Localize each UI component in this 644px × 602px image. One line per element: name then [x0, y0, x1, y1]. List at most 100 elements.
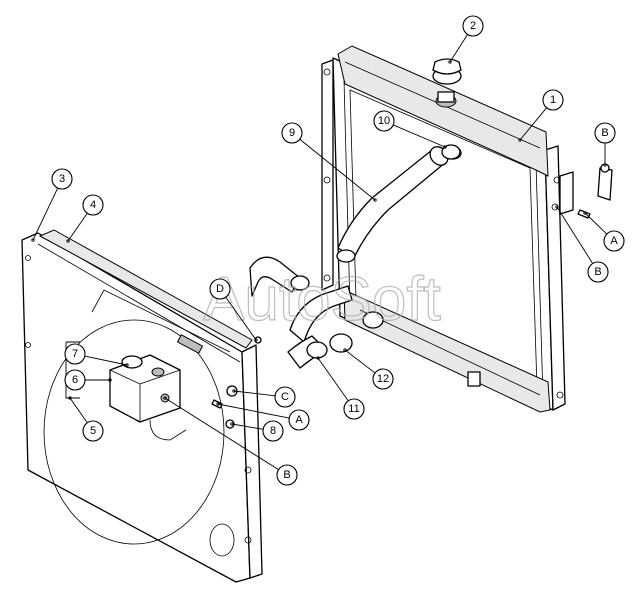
callout-cB3: B: [163, 396, 298, 486]
callout-label: 3: [59, 173, 65, 185]
callout-c6: 6: [64, 369, 112, 391]
callout-leader-line: [317, 357, 349, 402]
callout-leader-line: [69, 397, 88, 424]
callout-leader-line: [233, 390, 276, 397]
callout-label: B: [283, 469, 290, 481]
callout-cA1: A: [583, 211, 625, 252]
callout-leader-line: [344, 349, 376, 374]
callout-label: 1: [550, 94, 556, 106]
lower-hose: [249, 256, 353, 369]
callout-leader-line: [393, 124, 446, 148]
callout-c4: 4: [66, 194, 104, 243]
callout-leader-end: [254, 338, 258, 342]
callout-leader-line: [449, 34, 468, 63]
callout-label: 11: [348, 403, 359, 415]
callout-cB1: B: [594, 122, 616, 167]
callout-leader-line: [67, 212, 88, 242]
hose-clamp-lower: [329, 333, 353, 353]
callout-bubble: [82, 194, 104, 216]
callout-label: 6: [72, 374, 78, 386]
seal-strip: [38, 229, 253, 354]
callout-leader-end: [583, 211, 587, 215]
callout-label: 10: [378, 115, 390, 127]
callout-leader-end: [125, 363, 129, 367]
callout-leader-end: [343, 348, 347, 352]
callout-c2: 2: [448, 15, 484, 64]
callout-c12: 12: [343, 348, 394, 390]
callout-bubble: [372, 368, 394, 390]
callout-label: B: [601, 127, 608, 139]
callout-label: D: [216, 283, 224, 295]
callout-bubble: [343, 398, 365, 420]
callout-leader-line: [556, 206, 594, 264]
callout-leader-end: [316, 356, 320, 360]
callout-leader-line: [231, 423, 264, 430]
callout-leader-end: [66, 239, 70, 243]
callout-leader-line: [164, 397, 279, 471]
callout-label: 7: [72, 348, 78, 360]
callout-bubble: [82, 420, 104, 442]
callout-label: A: [610, 235, 618, 247]
callout-leader-end: [216, 402, 220, 406]
callout-bubble: [594, 122, 616, 144]
callout-leader-end: [373, 198, 377, 202]
callout-cB2: B: [555, 205, 609, 283]
callout-c5: 5: [68, 396, 104, 442]
callout-leader-end: [68, 396, 72, 400]
callout-c3: 3: [31, 168, 73, 242]
callout-label: 2: [470, 20, 476, 32]
callout-c10: 10: [373, 110, 447, 149]
callout-c11: 11: [316, 356, 365, 420]
callout-cA2: A: [216, 402, 310, 431]
watermark: AutoSoft: [203, 265, 441, 334]
callout-leader-end: [448, 60, 452, 64]
callout-bubble: [51, 168, 73, 190]
callout-cD: D: [209, 278, 258, 342]
callout-c9: 9: [281, 122, 377, 202]
callout-leader-line: [519, 107, 547, 141]
callout-label: 4: [90, 199, 96, 211]
callout-bubble: [262, 420, 284, 442]
expansion-tank: [109, 354, 187, 441]
callout-label: C: [281, 391, 289, 403]
callout-bubble: [462, 15, 484, 37]
callout-bubble: [603, 230, 625, 252]
radiator-cap: [432, 58, 462, 85]
callout-leader-end: [232, 389, 236, 393]
callout-leader-end: [230, 422, 234, 426]
callout-cC: C: [232, 386, 296, 408]
callout-bubble: [281, 122, 303, 144]
callout-leader-end: [555, 205, 559, 209]
callout-leader-line: [217, 403, 290, 419]
callout-bubble: [64, 343, 86, 365]
hose-clamp-upper: [441, 144, 461, 160]
callout-bubble: [64, 369, 86, 391]
callout-leader-line: [225, 296, 257, 341]
callout-leader-end: [31, 238, 35, 242]
callout-bubble: [209, 278, 231, 300]
callout-c1: 1: [518, 89, 564, 142]
callout-leader-end: [603, 163, 607, 167]
callout-bubble: [276, 464, 298, 486]
callout-bubble: [373, 110, 395, 132]
callout-leader-line: [584, 212, 608, 235]
callout-leader-end: [443, 145, 447, 149]
callout-bubble: [274, 386, 296, 408]
callout-leader-end: [518, 138, 522, 142]
callout-bubble: [587, 261, 609, 283]
callout-label: 5: [90, 425, 96, 437]
callout-label: A: [295, 414, 303, 426]
callout-leader-line: [84, 355, 128, 366]
callout-leader-line: [299, 138, 376, 201]
callout-label: 12: [377, 373, 389, 385]
callout-bubble: [542, 89, 564, 111]
callout-label: 8: [270, 425, 276, 437]
radiator-core: [321, 45, 574, 413]
callout-leader-end: [163, 396, 167, 400]
callout-bubble: [288, 409, 310, 431]
callout-label: B: [594, 266, 601, 278]
callout-c7: 7: [64, 343, 129, 367]
callout-label: 9: [289, 127, 295, 139]
